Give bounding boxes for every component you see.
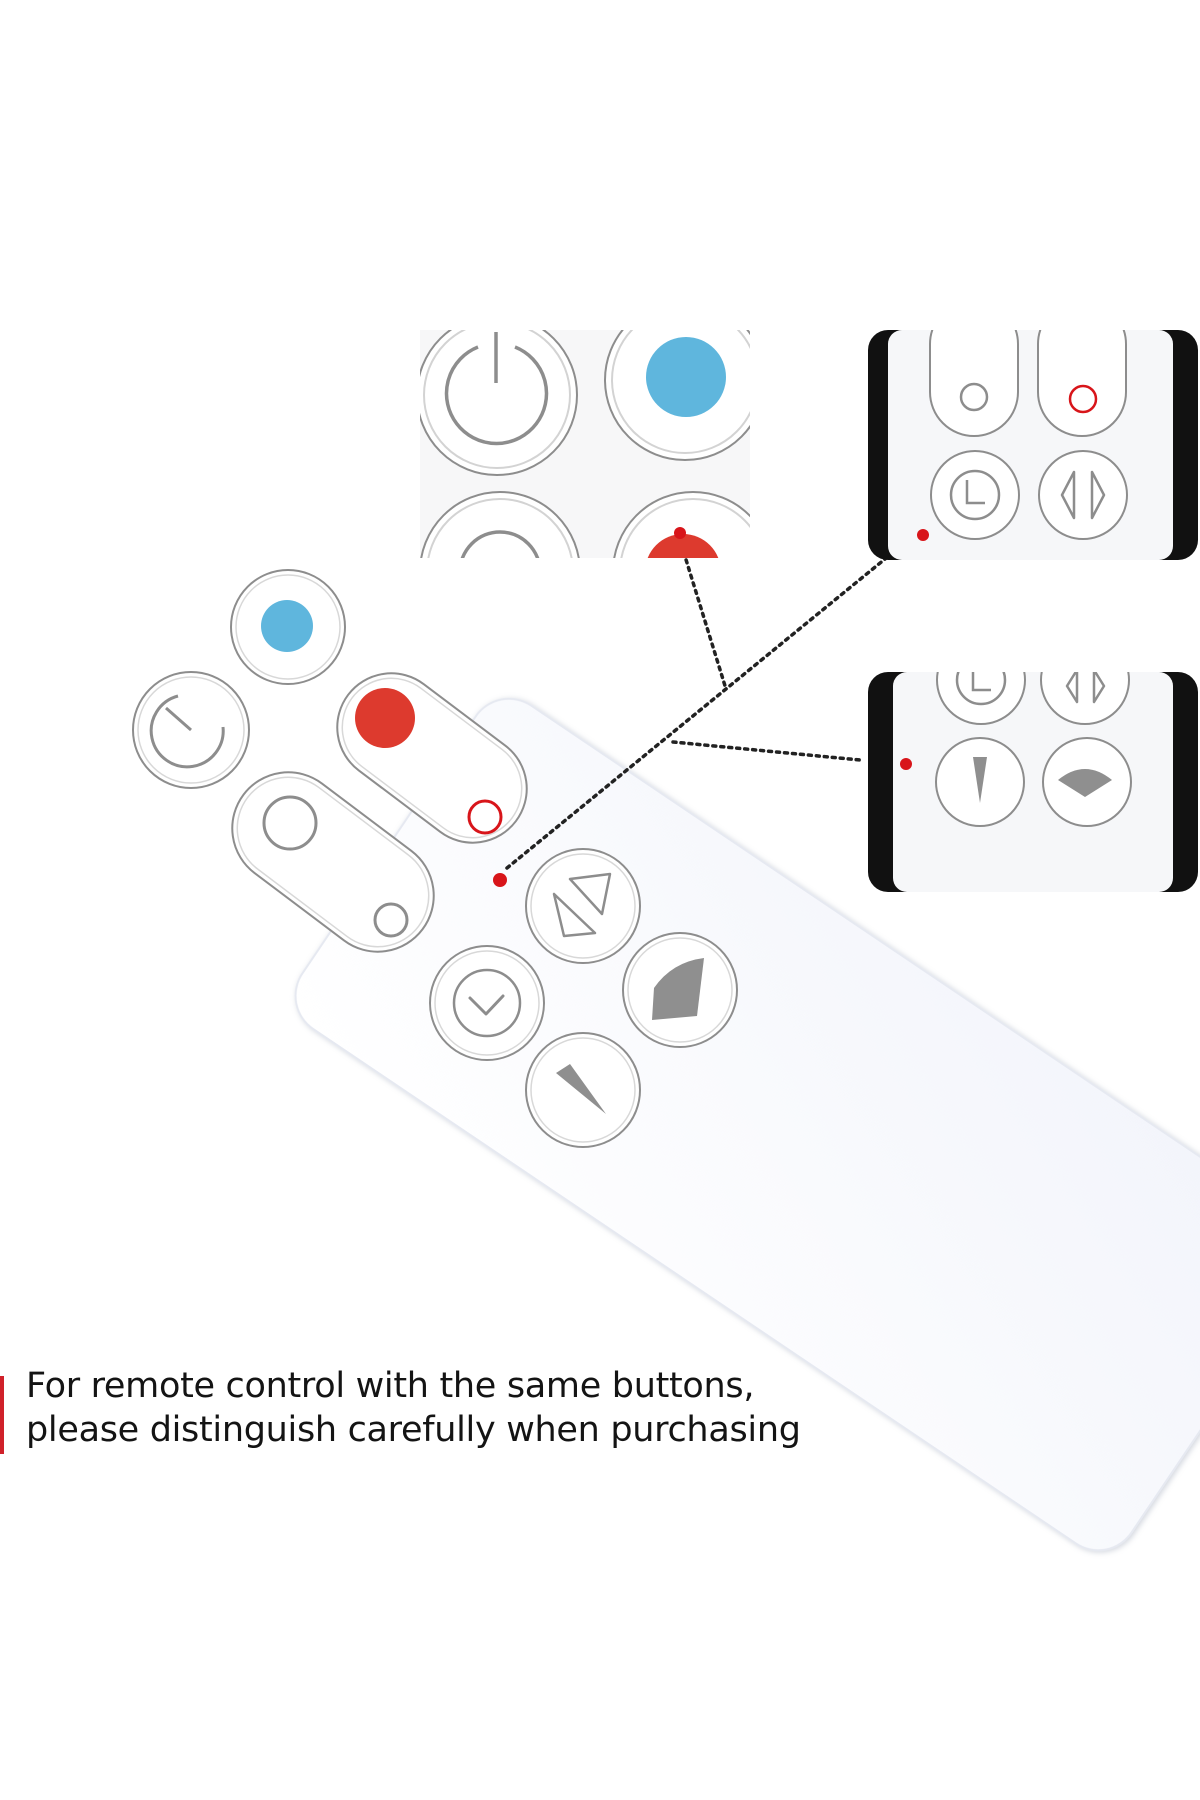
inset-red-button xyxy=(613,491,750,558)
blue-mode-button[interactable] xyxy=(230,569,346,685)
cool-capsule-button[interactable] xyxy=(210,750,456,974)
inset-timer-button xyxy=(936,672,1026,725)
caption-line-2: please distinguish carefully when purcha… xyxy=(26,1410,801,1450)
inset-wide-airflow-button xyxy=(1042,737,1132,827)
oscillation-icon xyxy=(552,872,612,938)
inset-oscillation-button xyxy=(1040,672,1130,725)
red-dot-icon xyxy=(355,688,415,748)
ring-icon xyxy=(460,530,540,558)
power-icon xyxy=(149,694,225,769)
timer-icon xyxy=(955,672,1007,706)
small-ring-icon xyxy=(373,902,409,938)
narrow-airflow-icon xyxy=(973,757,987,803)
inset-middle-right xyxy=(868,672,1198,892)
inset-timer-button xyxy=(930,450,1020,540)
caption-line-1: For remote control with the same buttons… xyxy=(26,1366,755,1406)
power-icon xyxy=(444,345,549,446)
wide-airflow-icon xyxy=(1058,769,1112,797)
heat-capsule-button[interactable] xyxy=(316,652,549,865)
red-dot-icon xyxy=(647,534,719,558)
small-ring-icon xyxy=(959,382,989,412)
caption-accent-bar xyxy=(0,1376,4,1454)
wide-airflow-icon xyxy=(652,958,704,1020)
marker-dot xyxy=(493,873,507,887)
timer-icon xyxy=(949,469,1001,521)
caption: For remote control with the same buttons… xyxy=(0,1366,860,1466)
inset-ring-button xyxy=(420,491,580,558)
marker-dot xyxy=(917,529,929,541)
oscillation-button[interactable] xyxy=(525,848,641,964)
inset-top-right xyxy=(868,330,1198,560)
blue-dot-icon xyxy=(646,337,726,417)
inset-gray-pill xyxy=(929,330,1019,437)
inset-blue-button xyxy=(604,330,750,461)
red-ring-icon xyxy=(1068,384,1098,414)
timer-icon xyxy=(452,968,522,1038)
inset-top-left xyxy=(420,330,750,558)
inset-oscillation-button xyxy=(1038,450,1128,540)
callout-lines xyxy=(505,530,920,870)
timer-button[interactable] xyxy=(429,945,545,1061)
oscillation-icon xyxy=(1060,470,1106,520)
blue-dot-icon xyxy=(261,600,313,652)
marker-dot xyxy=(900,758,912,770)
marker-dot xyxy=(674,527,686,539)
wide-airflow-button[interactable] xyxy=(622,932,738,1048)
gray-ring-icon xyxy=(262,795,318,851)
remote-control xyxy=(132,569,1200,1552)
oscillation-icon xyxy=(1065,672,1106,704)
red-ring-icon xyxy=(467,799,503,835)
inset-red-pill xyxy=(1037,330,1127,437)
narrow-airflow-icon xyxy=(556,1064,606,1114)
inset-power-button xyxy=(420,330,578,476)
power-button[interactable] xyxy=(132,671,250,789)
narrow-airflow-button[interactable] xyxy=(525,1032,641,1148)
inset-narrow-airflow-button xyxy=(935,737,1025,827)
